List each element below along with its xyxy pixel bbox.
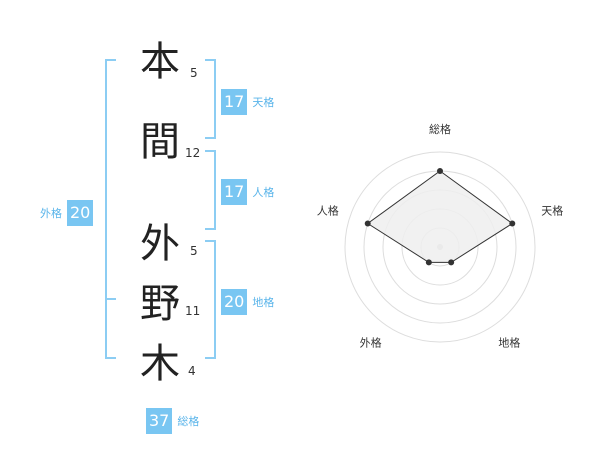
- name-char-3: 外: [140, 221, 180, 267]
- jinkaku-value: 17: [221, 179, 248, 205]
- gaikaku-value: 20: [67, 200, 94, 226]
- radar-axis-label: 外格: [360, 335, 382, 349]
- radar-point: [364, 220, 371, 227]
- soukaku-label: 総格: [177, 415, 200, 428]
- radar-axis-label: 天格: [541, 204, 563, 218]
- stroke-count-2: 12: [185, 146, 201, 160]
- stroke-count-5: 4: [188, 364, 196, 378]
- soukaku-value: 37: [146, 408, 173, 434]
- name-char-5: 木: [140, 341, 180, 387]
- radar-points: [364, 168, 516, 266]
- gaikaku-badge: 外格 20: [40, 200, 94, 226]
- radar-axis-label: 地格: [498, 335, 520, 349]
- name-char-1: 本: [140, 39, 180, 85]
- stroke-count-4: 11: [185, 304, 201, 318]
- chikaku-label: 地格: [252, 296, 275, 309]
- tenkaku-label: 天格: [252, 96, 275, 109]
- chikaku-value: 20: [221, 289, 248, 315]
- soukaku-badge: 37 総格: [146, 408, 199, 434]
- radar-point: [509, 220, 516, 227]
- tenkaku-badge: 17 天格: [221, 89, 274, 115]
- tenkaku-value: 17: [221, 89, 248, 115]
- chikaku-badge: 20 地格: [221, 289, 274, 315]
- radar-shape: [366, 170, 514, 263]
- gaikaku-label: 外格: [40, 207, 62, 220]
- radar-point: [437, 168, 443, 174]
- stroke-count-3: 5: [190, 244, 198, 258]
- radar-axis-label: 総格: [429, 122, 451, 136]
- stroke-count-1: 5: [190, 66, 198, 80]
- jinkaku-label: 人格: [252, 186, 275, 199]
- radar-polygon: [366, 170, 514, 263]
- radar-ring: [344, 151, 536, 343]
- jinkaku-badge: 17 人格: [221, 179, 274, 205]
- radar-point: [425, 259, 432, 266]
- name-char-2: 間: [140, 119, 180, 165]
- radar-point: [448, 259, 455, 266]
- name-char-4: 野: [140, 281, 180, 327]
- radar-axis-label: 人格: [317, 204, 339, 218]
